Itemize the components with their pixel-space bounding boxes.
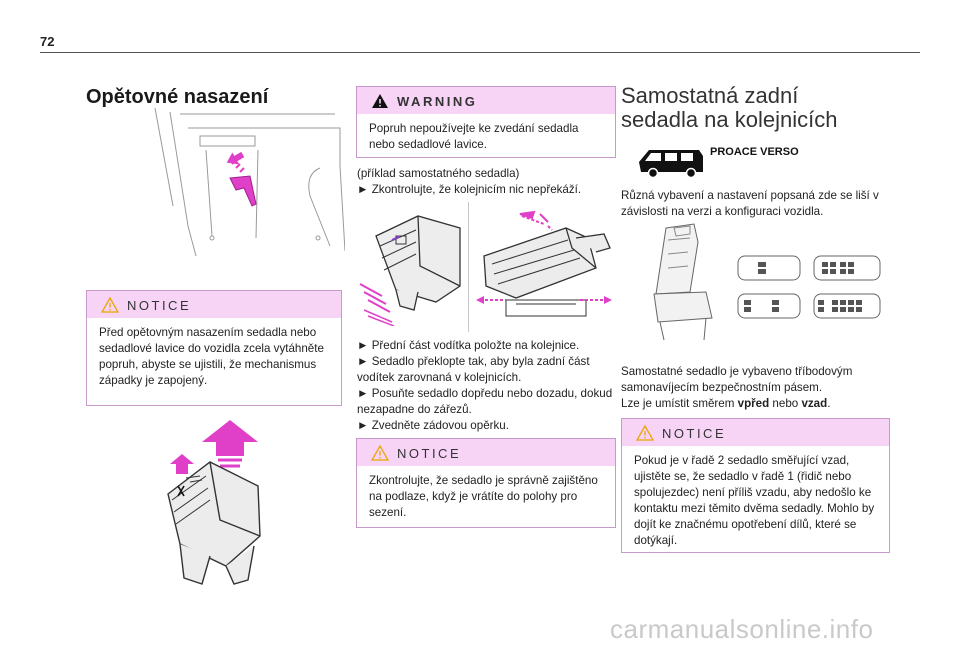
direction-end: . — [827, 397, 831, 410]
heading-line-2: sedadla na kolejnicích — [621, 107, 838, 132]
notice-title: NOTICE — [397, 446, 462, 461]
notice-text: Před opětovným nasazením sedadla nebo se… — [99, 326, 324, 387]
direction-mid: nebo — [769, 397, 802, 410]
step-1: ► Přední část vodítka položte na kolejni… — [357, 339, 580, 352]
page-number: 72 — [40, 34, 55, 49]
watermark: carmanualsonline.info — [610, 614, 874, 644]
image-divider — [468, 202, 469, 332]
section-heading-reinstallation: Opětovné nasazení — [86, 86, 269, 108]
notice-header: NOTICE — [87, 291, 341, 318]
intro-check-rails: ► Zkontrolujte, že kolejnicím nic nepřek… — [357, 183, 582, 196]
direction-forward: vpřed — [737, 397, 770, 410]
seatbelt-text: Samostatné sedadlo je vybaveno tříbodový… — [621, 365, 853, 394]
seat-description: Samostatné sedadlo je vybaveno tříbodový… — [621, 364, 891, 412]
seat-guide-on-rails-illustration — [359, 215, 461, 326]
seat-strap-illustration — [154, 107, 345, 256]
notice-box-row2: NOTICE Pokud je v řadě 2 sedadlo směřují… — [621, 418, 890, 553]
rail-intro: (příklad samostatného sedadla) ► Zkontro… — [357, 166, 615, 198]
notice-header: NOTICE — [357, 439, 615, 466]
variant-intro: Různá vybavení a nastavení popsaná zde s… — [621, 189, 879, 218]
steps-list: ► Přední část vodítka položte na kolejni… — [357, 338, 615, 434]
notice-text: Pokud je v řadě 2 sedadlo směřující vzad… — [634, 454, 875, 547]
section-heading-rear-seats: Samostatná zadní sedadla na kolejnicích — [621, 84, 921, 132]
notice-text: Zkontrolujte, že sedadlo je správně zaji… — [369, 474, 598, 519]
heading-line-1: Samostatná zadní — [621, 83, 799, 108]
notice-title: NOTICE — [127, 298, 192, 313]
notice-header: NOTICE — [622, 419, 889, 446]
step-3: ► Posuňte sedadlo dopředu nebo dozadu, d… — [357, 387, 613, 416]
intro-example: (příklad samostatného sedadla) — [357, 167, 520, 180]
warning-triangle-icon — [101, 297, 119, 313]
warning-solid-icon — [372, 94, 388, 108]
warning-triangle-icon — [636, 425, 654, 441]
direction-text: Lze je umístit směrem vpřed nebo vzad. — [621, 396, 891, 412]
warning-box: WARNING Popruh nepoužívejte ke zvedání s… — [356, 86, 616, 158]
seat-fold-slide-illustration — [476, 210, 612, 317]
header-rule — [40, 52, 920, 53]
notice-box-secure: NOTICE Zkontrolujte, že sedadlo je správ… — [356, 438, 616, 528]
warning-header: WARNING — [357, 87, 615, 114]
notice-box-reinstall: NOTICE Před opětovným nasazením sedadla … — [86, 290, 342, 406]
step-4: ► Zvedněte zádovou opěrku. — [357, 419, 509, 432]
seat-layout-diagrams — [653, 223, 881, 341]
vehicle-model-label: PROACE VERSO — [710, 146, 799, 158]
van-icon — [639, 150, 703, 178]
step-2: ► Sedadlo překlopte tak, aby byla zadní … — [357, 355, 590, 384]
warning-text: Popruh nepoužívejte ke zvedání sedadla n… — [369, 122, 579, 151]
seat-lift-illustration — [167, 420, 261, 585]
direction-prefix: Lze je umístit směrem — [621, 397, 738, 410]
warning-triangle-icon — [371, 445, 389, 461]
direction-backward: vzad — [801, 397, 828, 410]
warning-title: WARNING — [397, 94, 478, 109]
notice-title: NOTICE — [662, 426, 727, 441]
